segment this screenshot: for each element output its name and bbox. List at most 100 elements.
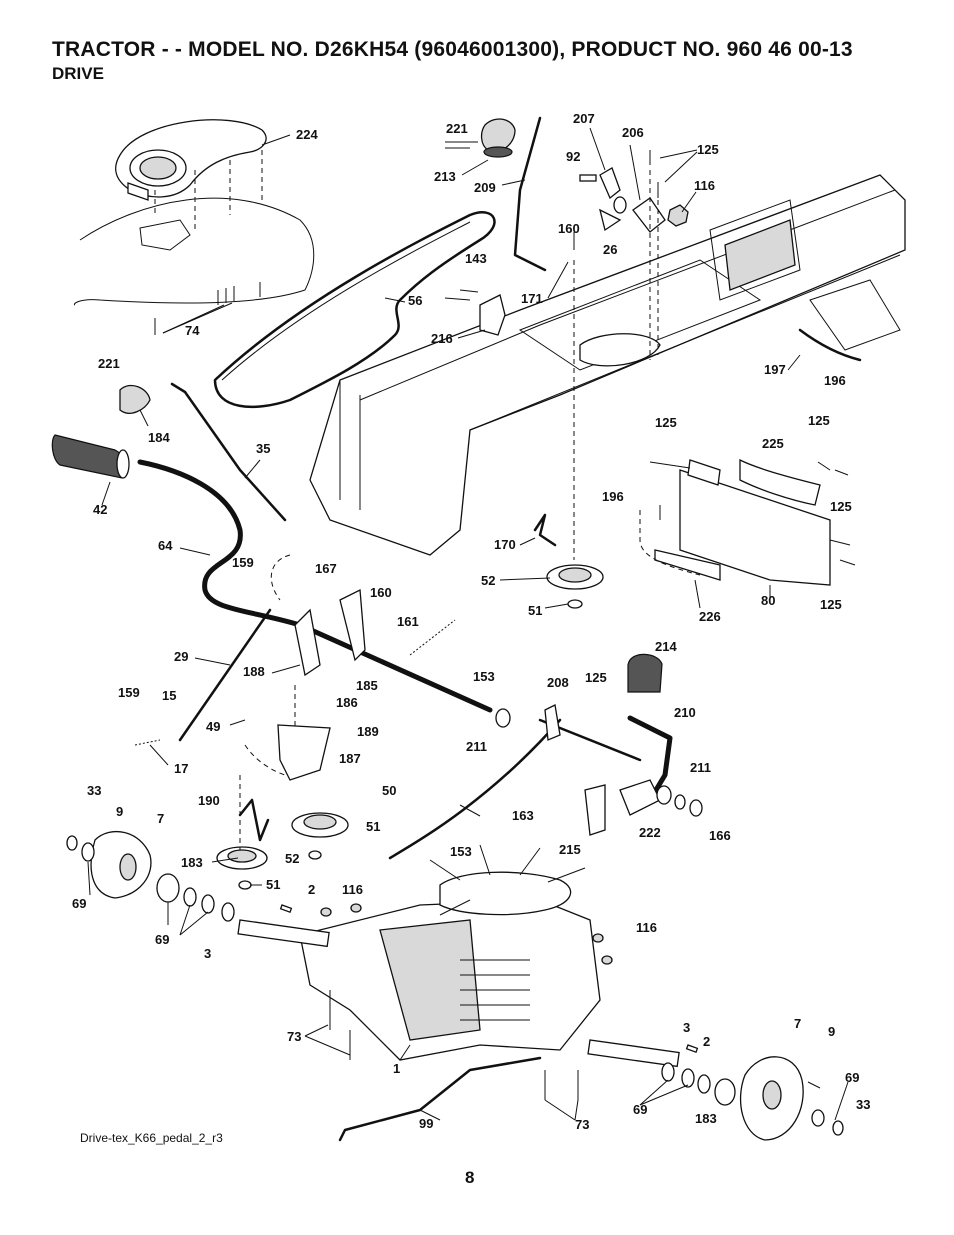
- part-label-225: 225: [762, 436, 784, 451]
- part-label-167: 167: [315, 561, 337, 576]
- part-label-56: 56: [408, 293, 423, 308]
- part-label-2: 2: [703, 1034, 711, 1049]
- pulleys: [216, 513, 604, 890]
- part-label-222: 222: [639, 825, 661, 840]
- part-label-125: 125: [697, 142, 719, 157]
- part-label-143: 143: [465, 251, 487, 266]
- part-label-211: 211: [466, 739, 487, 754]
- speed-control-lever: [51, 382, 493, 713]
- drawing-filename: Drive-tex_K66_pedal_2_r3: [80, 1131, 223, 1145]
- part-label-206: 206: [622, 125, 644, 140]
- part-label-74: 74: [185, 323, 200, 338]
- part-label-163: 163: [512, 808, 534, 823]
- part-label-51: 51: [266, 877, 281, 892]
- part-label-190: 190: [198, 793, 220, 808]
- part-label-208: 208: [547, 675, 569, 690]
- wheel-hub-right: [661, 1044, 844, 1141]
- part-label-166: 166: [709, 828, 731, 843]
- linkage-rods: [134, 554, 562, 860]
- part-label-213: 213: [434, 169, 456, 184]
- part-label-51: 51: [528, 603, 543, 618]
- part-label-49: 49: [206, 719, 221, 734]
- part-label-159: 159: [118, 685, 140, 700]
- part-label-69: 69: [72, 896, 87, 911]
- part-label-15: 15: [162, 688, 177, 703]
- part-label-52: 52: [481, 573, 496, 588]
- part-label-224: 224: [296, 127, 318, 142]
- part-label-2: 2: [308, 882, 316, 897]
- bracket-assembly-206-207: [573, 150, 689, 560]
- screws-74: [154, 282, 261, 335]
- part-label-160: 160: [370, 585, 392, 600]
- part-label-214: 214: [655, 639, 677, 654]
- part-label-29: 29: [174, 649, 189, 664]
- part-label-184: 184: [148, 430, 170, 445]
- mounting-plate-80: [639, 458, 856, 586]
- part-label-52: 52: [285, 851, 300, 866]
- part-label-3: 3: [204, 946, 212, 961]
- part-label-17: 17: [174, 761, 189, 776]
- part-label-187: 187: [339, 751, 361, 766]
- part-label-171: 171: [521, 291, 543, 306]
- section-subtitle: DRIVE: [52, 64, 104, 83]
- part-label-9: 9: [116, 804, 124, 819]
- part-label-211: 211: [690, 760, 711, 775]
- part-label-197: 197: [764, 362, 786, 377]
- part-label-51: 51: [366, 819, 381, 834]
- part-label-9: 9: [828, 1024, 836, 1039]
- part-label-196: 196: [602, 489, 624, 504]
- part-label-125: 125: [830, 499, 852, 514]
- shift-lever-assembly: [445, 116, 547, 272]
- wheel-hub-left: [66, 831, 293, 922]
- part-label-207: 207: [573, 111, 595, 126]
- part-label-1: 1: [393, 1061, 401, 1076]
- part-label-125: 125: [585, 670, 607, 685]
- part-label-116: 116: [636, 920, 657, 935]
- part-label-33: 33: [856, 1097, 871, 1112]
- part-label-73: 73: [287, 1029, 302, 1044]
- part-label-153: 153: [450, 844, 472, 859]
- part-label-50: 50: [382, 783, 397, 798]
- part-label-69: 69: [155, 932, 170, 947]
- part-label-33: 33: [87, 783, 102, 798]
- part-label-3: 3: [683, 1020, 691, 1035]
- part-label-160: 160: [558, 221, 580, 236]
- part-label-116: 116: [342, 882, 363, 897]
- drive-belt-56: [213, 211, 496, 409]
- part-label-185: 185: [356, 678, 378, 693]
- tractor-frame: [309, 174, 906, 556]
- part-label-221: 221: [98, 356, 120, 371]
- part-label-80: 80: [761, 593, 776, 608]
- part-label-64: 64: [158, 538, 173, 553]
- part-label-35: 35: [256, 441, 271, 456]
- part-label-216: 216: [431, 331, 453, 346]
- part-label-226: 226: [699, 609, 721, 624]
- part-label-99: 99: [419, 1116, 434, 1131]
- part-label-186: 186: [336, 695, 358, 710]
- page-number: 8: [465, 1168, 475, 1187]
- part-label-209: 209: [474, 180, 496, 195]
- part-label-159: 159: [232, 555, 254, 570]
- leader-lines: [87, 127, 849, 1121]
- part-label-42: 42: [93, 502, 108, 517]
- part-label-125: 125: [655, 415, 677, 430]
- part-label-153: 153: [473, 669, 495, 684]
- pedal-assembly: [495, 653, 703, 836]
- part-label-73: 73: [575, 1117, 590, 1132]
- part-label-189: 189: [357, 724, 379, 739]
- part-label-7: 7: [794, 1016, 802, 1031]
- page-title: TRACTOR - - MODEL NO. D26KH54 (960460013…: [52, 38, 853, 61]
- part-label-210: 210: [674, 705, 696, 720]
- part-label-170: 170: [494, 537, 516, 552]
- part-label-161: 161: [397, 614, 419, 629]
- fender-assembly: [73, 119, 315, 335]
- part-label-125: 125: [820, 597, 842, 612]
- part-label-215: 215: [559, 842, 581, 857]
- part-label-92: 92: [566, 149, 581, 164]
- part-label-69: 69: [845, 1070, 860, 1085]
- part-label-221: 221: [446, 121, 468, 136]
- part-label-196: 196: [824, 373, 846, 388]
- part-label-7: 7: [157, 811, 165, 826]
